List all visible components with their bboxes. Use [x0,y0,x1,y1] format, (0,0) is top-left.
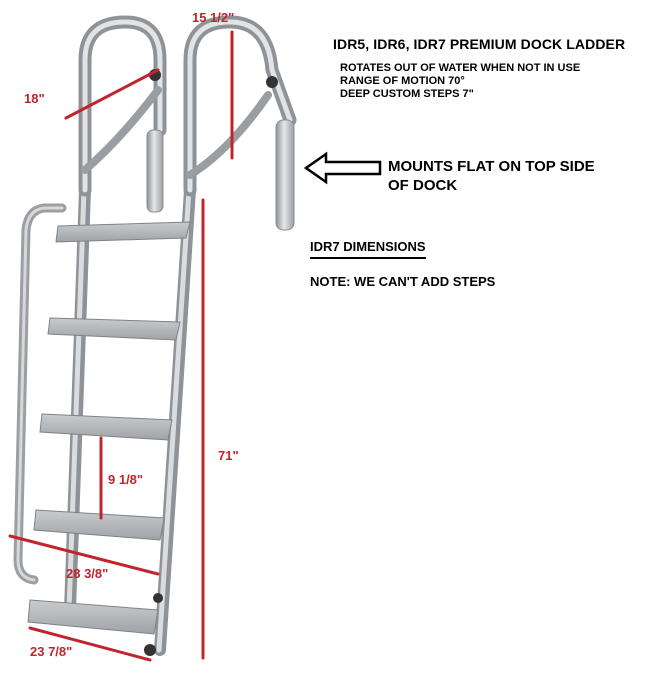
hoop-width-label: 18" [24,91,45,106]
top-width-label: 15 1/2" [192,10,235,25]
right-hoop [183,15,297,231]
steps-note: NOTE: WE CAN'T ADD STEPS [310,274,496,289]
outer-width-label: 28 3/8" [66,566,109,581]
step-spacing-label: 9 1/8" [108,472,144,487]
dimension-lines [8,30,234,662]
step-2 [47,317,181,341]
dimensions-heading: IDR7 DIMENSIONS [310,239,426,259]
step-4 [33,509,165,541]
feature-range: RANGE OF MOTION 70° [340,75,465,87]
feature-rotates: ROTATES OUT OF WATER WHEN NOT IN USE [340,62,581,74]
step-1 [55,221,191,243]
step-5 [27,599,159,635]
mount-callout-line2: OF DOCK [388,177,458,194]
mount-arrow-icon [303,151,382,185]
height-label: 71" [218,448,239,463]
hoop-width-line [64,68,160,120]
base-width-label: 23 7/8" [30,644,73,659]
base-width-line [28,626,152,662]
left-hoop [78,15,167,213]
ladder-steps [27,221,191,635]
product-title: IDR5, IDR6, IDR7 PREMIUM DOCK LADDER [333,36,626,52]
outer-width-line [8,534,160,576]
step-3 [39,413,173,441]
mount-callout-line1: MOUNTS FLAT ON TOP SIDE [388,158,595,175]
feature-steps: DEEP CUSTOM STEPS 7" [340,88,474,100]
